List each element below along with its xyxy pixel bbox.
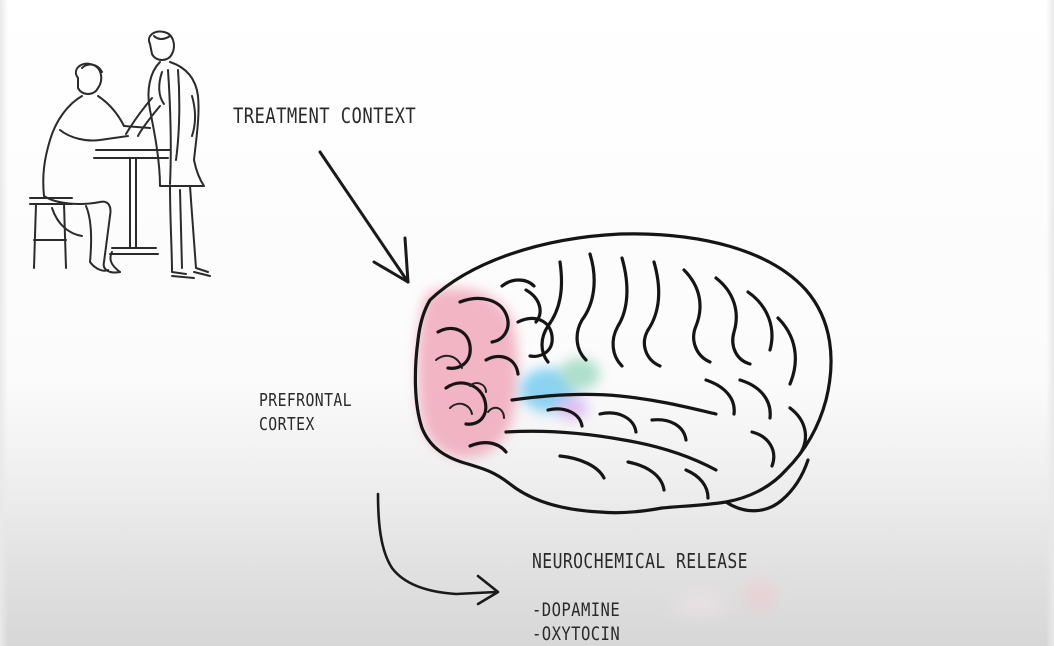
treatment-context-label: TREATMENT CONTEXT (233, 106, 416, 127)
prefrontal-highlight (417, 288, 518, 458)
pink-smudge (674, 582, 774, 614)
neurochemical-release-label: NEUROCHEMICAL RELEASE (532, 551, 748, 571)
doctor-patient-icon (30, 32, 210, 278)
prefrontal-cortex-label: PREFRONTAL CORTEX (259, 389, 352, 437)
neurochemical-item: -OXYTOCIN (532, 622, 620, 646)
arrow-to-release (378, 494, 498, 604)
green-region (560, 358, 600, 390)
arrow-to-brain (320, 152, 408, 282)
prefrontal-cortex-line1: PREFRONTAL (259, 389, 352, 413)
neurochemical-item: -DOPAMINE (532, 598, 620, 622)
neurochemical-list: -DOPAMINE -OXYTOCIN (532, 598, 639, 646)
prefrontal-cortex-line2: CORTEX (259, 413, 352, 437)
